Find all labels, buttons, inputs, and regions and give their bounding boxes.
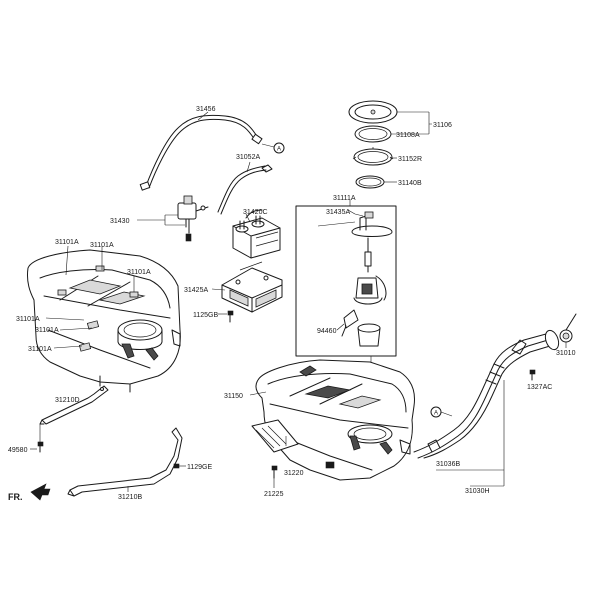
label-31101a-3: 31101A bbox=[127, 269, 151, 276]
strap-31210b bbox=[67, 427, 183, 497]
label-31101a-6: 31101A bbox=[28, 346, 52, 353]
label-31108a: 31108A bbox=[396, 132, 420, 139]
label-31152r: 31152R bbox=[398, 156, 422, 163]
lock-ring-31106 bbox=[348, 100, 398, 124]
label-31140b: 31140B bbox=[398, 180, 422, 187]
label-31101a-5: 31101A bbox=[35, 327, 59, 334]
label-1129ge: 1129GE bbox=[187, 464, 212, 471]
label-31150: 31150 bbox=[224, 393, 243, 400]
label-31220: 31220 bbox=[284, 470, 304, 477]
label-31425a: 31425A bbox=[184, 287, 208, 294]
label-31036b: 31036B bbox=[436, 461, 460, 468]
sensor-94460 bbox=[341, 309, 359, 337]
label-31010: 31010 bbox=[556, 350, 576, 357]
fuel-tank-top-view bbox=[27, 249, 181, 393]
label-fr: FR. bbox=[8, 492, 23, 502]
bolt-21225 bbox=[271, 465, 278, 479]
label-31456: 31456 bbox=[196, 106, 216, 113]
fuel-cap-31010 bbox=[559, 313, 577, 343]
svg-text:A: A bbox=[434, 411, 438, 417]
label-31101a-4: 31101A bbox=[16, 316, 40, 323]
label-31030h: 31030H bbox=[465, 488, 490, 495]
label-1125gb: 1125GB bbox=[193, 312, 218, 319]
callout-a-top: A bbox=[261, 142, 285, 154]
callout-a-bottom: A bbox=[430, 406, 453, 418]
vapor-hose-31456 bbox=[139, 114, 263, 191]
label-49580: 49580 bbox=[8, 447, 28, 454]
gasket-31108a bbox=[354, 125, 392, 143]
label-31101a-2: 31101A bbox=[90, 242, 114, 249]
fuel-pump-module bbox=[351, 211, 393, 347]
label-31430: 31430 bbox=[110, 218, 130, 225]
fuel-tank-assembled-view bbox=[251, 359, 415, 481]
label-31101a-1: 31101A bbox=[55, 239, 79, 246]
bolt-1125gb bbox=[227, 310, 234, 323]
label-31111a: 31111A bbox=[333, 195, 356, 202]
label-31210b: 31210B bbox=[118, 494, 142, 501]
label-31420c: 31420C bbox=[243, 209, 268, 216]
pump-assembly-frame bbox=[295, 205, 397, 357]
strap-31210d bbox=[39, 385, 109, 425]
gasket-31140b bbox=[355, 175, 385, 189]
bolt-1327ac bbox=[529, 369, 536, 381]
front-direction-arrow bbox=[30, 483, 51, 501]
filler-neck-31030h bbox=[413, 329, 560, 459]
bolt-49580 bbox=[37, 441, 44, 453]
label-31106: 31106 bbox=[433, 122, 452, 129]
svg-text:A: A bbox=[277, 147, 281, 153]
ring-31152r bbox=[352, 147, 394, 166]
label-1327ac: 1327AC bbox=[527, 384, 552, 391]
vapor-hose-31052a bbox=[217, 164, 273, 215]
label-31052a: 31052A bbox=[236, 154, 260, 161]
canister-31420c bbox=[232, 209, 281, 259]
label-31435a: 31435A bbox=[326, 209, 350, 216]
bolt-1129ge bbox=[173, 463, 180, 469]
valve-31430 bbox=[177, 195, 209, 242]
label-94460: 94460 bbox=[317, 328, 337, 335]
canister-bracket-31425a bbox=[221, 261, 283, 313]
label-31210d: 31210D bbox=[55, 397, 80, 404]
label-21225: 21225 bbox=[264, 491, 284, 498]
